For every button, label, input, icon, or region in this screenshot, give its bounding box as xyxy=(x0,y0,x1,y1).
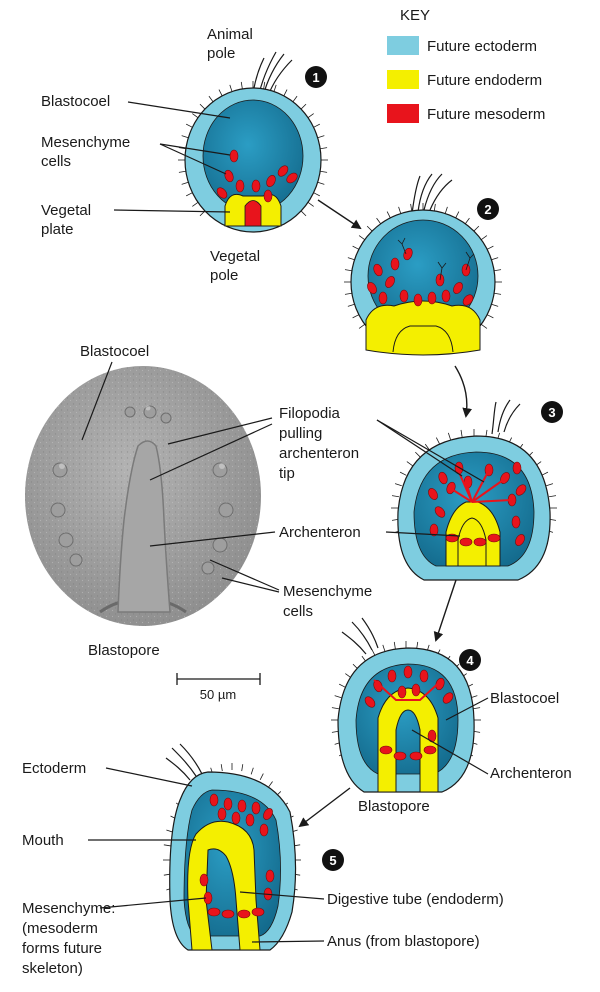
label-ectoderm: Ectoderm xyxy=(22,760,86,777)
leader-micrograph-blastocoel xyxy=(81,361,113,441)
mesenchyme-cells xyxy=(216,149,298,203)
label-mesenchyme-5-d: skeleton) xyxy=(22,960,83,977)
leader-micrograph-mesenchyme-b xyxy=(221,577,280,593)
leader-micrograph-mesenchyme-a xyxy=(209,559,280,591)
label-vegetal-plate-2: plate xyxy=(41,221,74,238)
label-vegetal-pole: Vegetal xyxy=(210,248,260,265)
stage-5-labels: Ectoderm Mouth Mesenchyme: (mesoderm for… xyxy=(22,760,504,977)
label-filopodia-4: tip xyxy=(279,465,295,482)
step-badge-1: 1 xyxy=(305,66,327,88)
archenteron-endoderm xyxy=(377,687,439,793)
label-vegetal-plate: Vegetal xyxy=(41,202,91,219)
legend-swatch-ectoderm xyxy=(387,36,419,55)
svg-text:1: 1 xyxy=(312,70,319,85)
label-archenteron-4: Archenteron xyxy=(490,765,572,782)
svg-text:5: 5 xyxy=(329,853,336,868)
label-blastocoel-1: Blastocoel xyxy=(41,93,110,110)
label-blastopore-4: Blastopore xyxy=(358,798,430,815)
label-blastocoel-4: Blastocoel xyxy=(490,690,559,707)
leader-filopodia-b xyxy=(149,423,273,481)
leader-blastocoel-4 xyxy=(445,697,489,721)
stage-4-labels: Blastocoel Archenteron Blastopore xyxy=(358,690,572,815)
mesenchyme-cells xyxy=(199,793,275,919)
label-micrograph-blastocoel: Blastocoel xyxy=(80,343,149,360)
label-animal-pole: Animal xyxy=(207,26,253,43)
label-mesenchyme-5-c: forms future xyxy=(22,940,102,957)
label-micrograph-mesenchyme: Mesenchyme xyxy=(283,583,372,600)
micrograph xyxy=(25,366,261,626)
embryo-stage-5 xyxy=(165,743,297,951)
arrow-stage-3-to-4 xyxy=(433,579,457,642)
micrograph-labels: Blastocoel Filopodia pulling archenteron… xyxy=(80,343,372,702)
leader-vegetal-plate xyxy=(113,209,231,213)
legend-title: KEY xyxy=(400,7,430,24)
label-mouth: Mouth xyxy=(22,832,64,849)
svg-text:3: 3 xyxy=(548,405,555,420)
invagination xyxy=(392,325,454,353)
filopodia xyxy=(449,469,513,503)
legend-label-ectoderm: Future ectoderm xyxy=(427,38,537,55)
step-badge-5: 5 xyxy=(322,849,344,871)
micrograph-archenteron xyxy=(117,440,171,613)
legend-swatch-mesoderm xyxy=(387,104,419,123)
label-filopodia-3: archenteron xyxy=(279,445,359,462)
scale-label: 50 µm xyxy=(200,687,236,702)
leader-filopodia-a xyxy=(167,417,273,445)
arrow-stage-4-to-5 xyxy=(298,787,351,828)
leader-ectoderm xyxy=(105,767,193,787)
legend-label-endoderm: Future endoderm xyxy=(427,72,542,89)
leader-archenteron-stage3 xyxy=(385,531,461,537)
surface-cilia xyxy=(344,203,502,339)
leader-archenteron-4 xyxy=(411,729,489,775)
embryo-stage-4 xyxy=(337,617,475,793)
label-vegetal-pole-2: pole xyxy=(210,267,238,284)
leader-filopodia-stage3-b xyxy=(376,419,485,483)
label-micrograph-archenteron: Archenteron xyxy=(279,524,361,541)
legend-swatch-endoderm xyxy=(387,70,419,89)
label-mesenchyme-5-b: (mesoderm xyxy=(22,920,98,937)
label-mesenchyme-1-b: cells xyxy=(41,153,71,170)
label-anus: Anus (from blastopore) xyxy=(327,933,480,950)
step-badge-3: 3 xyxy=(541,401,563,423)
label-filopodia: Filopodia xyxy=(279,405,341,422)
leader-digestive-tube xyxy=(239,891,325,900)
label-micrograph-mesenchyme-2: cells xyxy=(283,603,313,620)
label-micrograph-blastopore: Blastopore xyxy=(88,642,160,659)
label-filopodia-2: pulling xyxy=(279,425,322,442)
vegetal-plate-mesoderm xyxy=(244,200,262,227)
embryo-stage-2 xyxy=(350,173,496,356)
label-mesenchyme-5: Mesenchyme: xyxy=(22,900,115,917)
label-animal-pole-2: pole xyxy=(207,45,235,62)
leader-mesenchyme-1b xyxy=(159,143,227,175)
leader-mesenchyme-5 xyxy=(99,897,207,909)
leader-blastocoel-1 xyxy=(127,101,231,119)
leader-anus xyxy=(251,940,325,943)
arrow-stage-2-to-3 xyxy=(454,365,473,418)
leader-mesenchyme-1a xyxy=(159,143,231,156)
step-badge-2: 2 xyxy=(477,198,499,220)
svg-text:4: 4 xyxy=(466,653,474,668)
stage-1-labels: Animal pole Blastocoel Mesenchyme cells … xyxy=(41,26,260,284)
arrow-stage-1-to-2 xyxy=(317,199,362,230)
endoderm-plate xyxy=(365,300,481,356)
svg-text:2: 2 xyxy=(484,202,491,217)
label-digestive-tube: Digestive tube (endoderm) xyxy=(327,891,504,908)
embryo-stage-3 xyxy=(397,399,551,581)
label-mesenchyme-1: Mesenchyme xyxy=(41,134,130,151)
leader-filopodia-stage3-a xyxy=(376,419,463,477)
leader-micrograph-archenteron xyxy=(149,531,276,547)
mesenchyme-cells xyxy=(367,247,474,307)
scale-bar: 50 µm xyxy=(176,673,261,702)
legend: KEY Future ectoderm Future endoderm Futu… xyxy=(387,7,545,123)
embryo-stage-1 xyxy=(184,51,322,233)
step-badge-4: 4 xyxy=(459,649,481,671)
legend-label-mesoderm: Future mesoderm xyxy=(427,106,545,123)
surface-cilia xyxy=(178,81,328,217)
blastocoel-cavity xyxy=(202,99,304,213)
